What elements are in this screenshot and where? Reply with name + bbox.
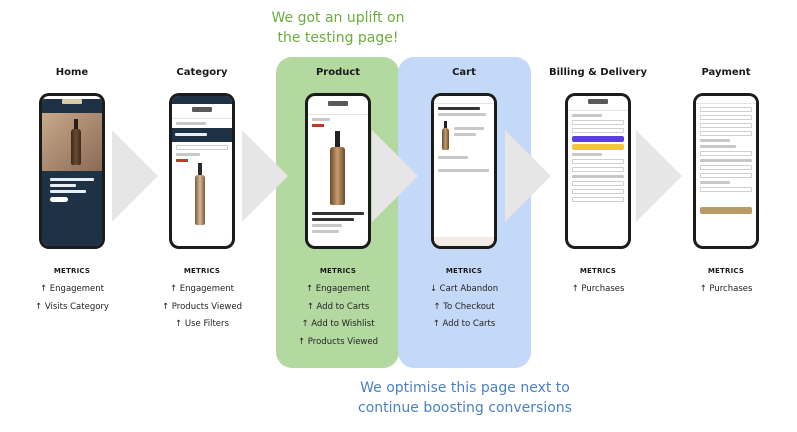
- metrics-heading: METRICS: [579, 267, 617, 275]
- metric-item: ↑ Add to Wishlist: [301, 319, 375, 329]
- metrics-list: ↑ Engagement ↑ Visits Category: [17, 284, 127, 319]
- category-screen: [172, 96, 232, 246]
- logo: [588, 99, 608, 104]
- metric-item: ↑ Add to Carts: [306, 301, 370, 312]
- flow-arrow: [636, 130, 682, 222]
- home-screen: [42, 96, 102, 246]
- phone-mockup-cart: [431, 93, 497, 249]
- metric-item: ↑ Use Filters: [175, 319, 229, 329]
- metric-item: ↓ Cart Abandon: [429, 284, 499, 294]
- metric-item: ↑ Products Viewed: [297, 336, 379, 347]
- hero-image: [42, 113, 102, 171]
- sale-tag: [312, 124, 324, 127]
- phone-mockup-home: [39, 93, 105, 249]
- metric-item: ↑ Purchases: [571, 284, 625, 294]
- step-title: Category: [176, 67, 228, 78]
- metric-item: ↑ Engagement: [39, 284, 105, 294]
- cart-item: [434, 119, 494, 153]
- metrics-heading: METRICS: [183, 267, 221, 275]
- logo: [62, 99, 82, 104]
- step-title: Billing & Delivery: [549, 67, 647, 78]
- metric-item: ↑ Products Viewed: [161, 301, 243, 312]
- logo: [328, 101, 348, 106]
- metrics-list: ↑ Engagement ↑ Products Viewed ↑ Use Fil…: [147, 284, 257, 337]
- metric-item: ↑ Visits Category: [35, 301, 109, 312]
- metric-item: ↑ To Checkout: [433, 301, 495, 312]
- phone-mockup-payment: [693, 93, 759, 249]
- shop-button: [50, 197, 68, 202]
- flow-arrow: [242, 130, 288, 222]
- metrics-list: ↑ Purchases: [543, 284, 653, 302]
- metric-item: ↑ Purchases: [699, 284, 753, 294]
- metric-item: ↑ Engagement: [169, 284, 235, 294]
- product-image: [308, 129, 368, 209]
- optimise-note: We optimise this page next to continue b…: [358, 380, 572, 416]
- phone-mockup-category: [169, 93, 235, 249]
- category-banner: [172, 128, 232, 142]
- payment-screen: [696, 96, 756, 246]
- metrics-list: ↑ Purchases: [671, 284, 781, 302]
- metrics-list: ↓ Cart Abandon ↑ To Checkout ↑ Add to Ca…: [409, 284, 519, 337]
- step-title: Product: [315, 67, 361, 78]
- sale-tag: [176, 159, 188, 162]
- flow-arrow: [112, 130, 158, 222]
- phone-mockup-product: [305, 93, 371, 249]
- cart-footer: [434, 237, 494, 246]
- cart-screen: [434, 96, 494, 246]
- flow-arrow: [372, 130, 418, 222]
- metric-item: ↑ Engagement: [305, 284, 371, 294]
- metrics-heading: METRICS: [707, 267, 745, 275]
- logo: [192, 107, 212, 112]
- billing-screen: [568, 96, 628, 246]
- step-title: Payment: [701, 67, 751, 78]
- product-card: [172, 159, 232, 229]
- metric-item: ↑ Add to Carts: [432, 319, 496, 329]
- metrics-list: ↑ Engagement ↑ Add to Carts ↑ Add to Wis…: [283, 284, 393, 354]
- metrics-heading: METRICS: [445, 267, 483, 275]
- uplift-note: We got an uplift on the testing page!: [271, 10, 405, 46]
- product-screen: [308, 96, 368, 246]
- pay-button: [700, 207, 752, 214]
- filter-bar: [176, 145, 228, 150]
- step-title: Cart: [452, 67, 476, 78]
- paypal-button: [572, 144, 624, 150]
- metrics-heading: METRICS: [53, 267, 91, 275]
- flow-arrow: [505, 130, 551, 222]
- step-title: Home: [55, 67, 89, 78]
- phone-mockup-billing: [565, 93, 631, 249]
- express-pay-button: [572, 136, 624, 142]
- metrics-heading: METRICS: [319, 267, 357, 275]
